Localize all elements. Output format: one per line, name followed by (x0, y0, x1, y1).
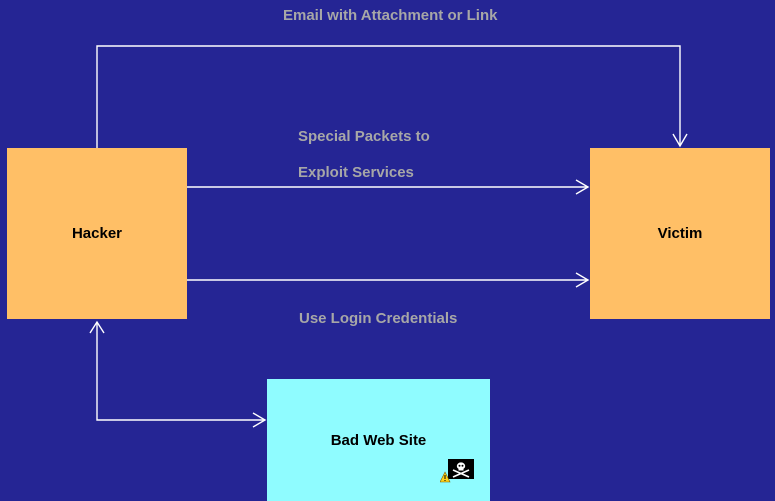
connector-bad-site (96, 322, 265, 421)
node-victim-label: Victim (657, 225, 703, 242)
edge-label-packets-line1: Special Packets to (298, 128, 430, 145)
node-bad-web-site: Bad Web Site (267, 379, 490, 501)
arrowhead-hacker (89, 320, 105, 334)
node-victim: Victim (590, 148, 770, 319)
node-bad-web-site-label: Bad Web Site (330, 431, 427, 449)
arrowhead-packets (575, 179, 590, 195)
edge-label-email: Email with Attachment or Link (283, 7, 498, 24)
arrowhead-credentials (575, 272, 590, 288)
arrowhead-bad-site (252, 412, 267, 428)
node-hacker: Hacker (7, 148, 187, 319)
arrowhead-email (672, 133, 688, 148)
node-hacker-label: Hacker (71, 225, 123, 242)
connector-email (96, 45, 681, 148)
pirate-warning-icon (440, 459, 474, 483)
edge-label-credentials: Use Login Credentials (299, 310, 458, 327)
edge-label-packets-line2: Exploit Services (298, 164, 414, 181)
